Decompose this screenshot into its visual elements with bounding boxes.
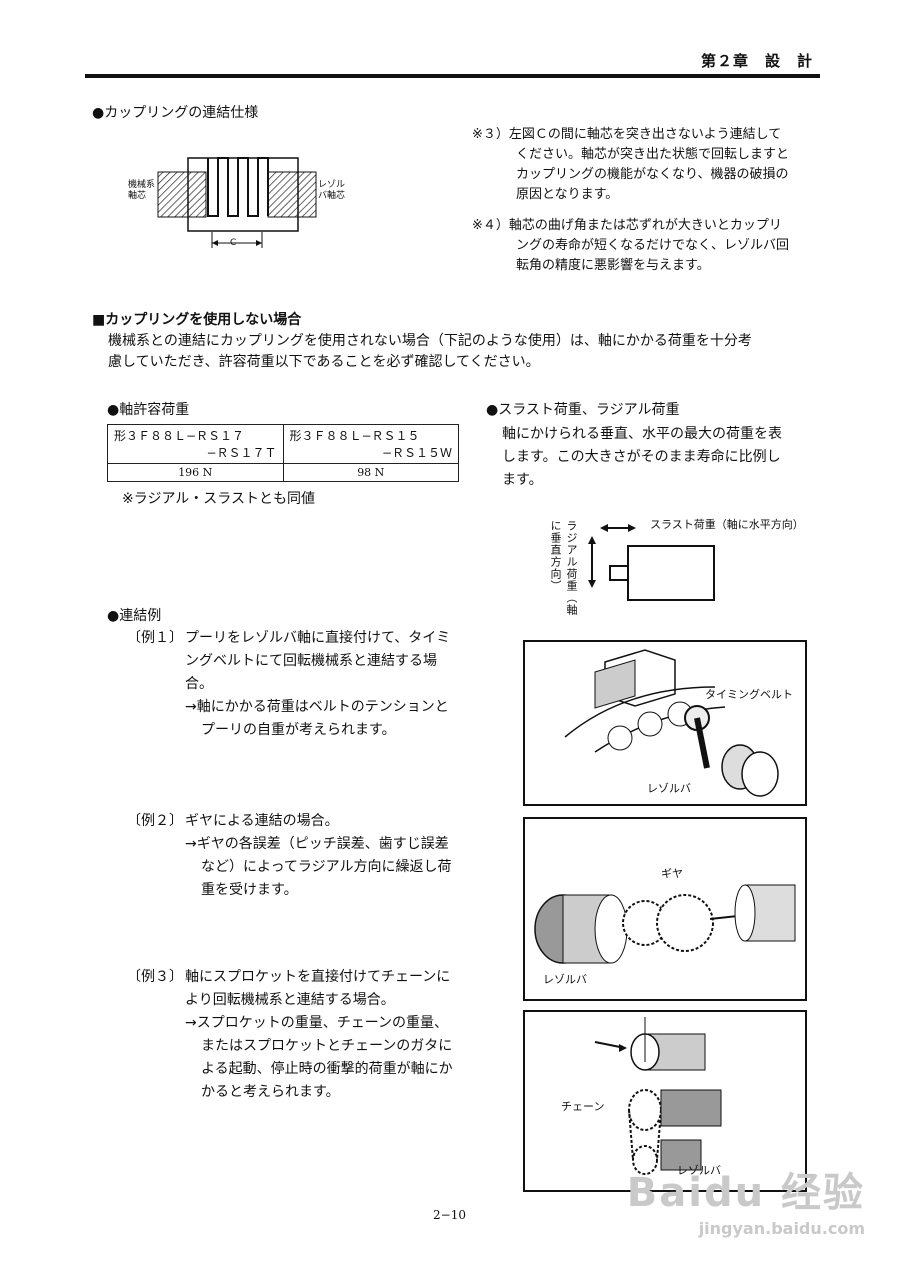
- example-2: 〔例２〕 ギヤによる連結の場合。 →ギヤの各誤差（ピッチ誤差、歯すじ誤差 など）…: [127, 810, 477, 902]
- table-cell: 形３Ｆ８８Ｌ−ＲＳ１５ −ＲＳ１５Ｗ: [282, 424, 459, 464]
- timing-belt-illustration: [564, 649, 779, 797]
- example-line: →スプロケットの重量、チェーンの重量、: [185, 1015, 449, 1031]
- page-number: 2−10: [433, 1208, 466, 1222]
- note-4: ※４）軸芯の曲げ角または芯ずれが大きいとカップリ ングの寿命が短くなるだけでなく…: [472, 216, 789, 276]
- allowable-load-note: ※ラジアル・スラストとも同値: [122, 491, 316, 507]
- model-line: −ＲＳ１５Ｗ: [381, 446, 452, 460]
- body-line: 機械系との連結にカップリングを使用されない場合（下記のような使用）は、軸にかかる…: [108, 333, 752, 349]
- example-line: よる起動、停止時の衝撃的荷重が軸にか: [201, 1061, 453, 1077]
- watermark-logo: Baidu 经验: [626, 1170, 865, 1216]
- watermark-url: jingyan.baidu.com: [698, 1219, 865, 1238]
- figure-label: チェーン: [561, 1100, 605, 1113]
- example-line: 合。: [185, 676, 213, 692]
- table-row: 196 N 98 N: [107, 463, 459, 482]
- example-line: →ギヤの各誤差（ピッチ誤差、歯すじ誤差: [185, 836, 449, 852]
- model-line: 形３Ｆ８８Ｌ−ＲＳ１７: [114, 429, 245, 443]
- gear-illustration: [534, 884, 796, 964]
- figure-chain: チェーン レゾルバ: [523, 1010, 807, 1192]
- note-3-line: ください。軸芯が突き出た状態で回転しますと: [516, 147, 790, 162]
- example-tag: 〔例２〕: [127, 813, 183, 829]
- note-4-line: ングの寿命が短くなるだけでなく、レゾルバ回: [516, 238, 790, 253]
- chain-illustration: [594, 1017, 722, 1175]
- example-line: 重を受けます。: [201, 882, 298, 898]
- figure-label: レゾルバ: [677, 1164, 721, 1177]
- note-3-line: 原因となります。: [516, 187, 619, 202]
- figure-gear: ギヤ レゾルバ: [523, 817, 807, 1001]
- table-row: 形３Ｆ８８Ｌ−ＲＳ１７ −ＲＳ１７Ｔ 形３Ｆ８８Ｌ−ＲＳ１５ −ＲＳ１５Ｗ: [107, 424, 459, 464]
- coupling-diagram: [157, 157, 317, 248]
- example-line: ギヤによる連結の場合。: [185, 813, 339, 829]
- allowable-load-heading: ●軸許容荷重: [107, 402, 190, 418]
- example-line: またはスプロケットとチェーンのガタに: [201, 1038, 453, 1054]
- resolver-shaft-label: レゾルバ軸芯: [318, 180, 346, 201]
- radial-label: ラジアル荷重（軸に垂直方向）: [549, 520, 578, 616]
- no-coupling-body: 機械系との連結にカップリングを使用されない場合（下記のような使用）は、軸にかかる…: [108, 331, 752, 373]
- note-4-line: ※４）軸芯の曲げ角または芯ずれが大きいとカップリ: [472, 218, 782, 233]
- chapter-title: 第２章 設 計: [700, 52, 813, 70]
- example-tag: 〔例１〕: [127, 630, 183, 646]
- note-4-line: 転角の精度に悪影響を与えます。: [516, 258, 710, 273]
- dimension-c-label: C: [230, 238, 237, 248]
- thrust-label: スラスト荷重（軸に水平方向）: [650, 518, 804, 531]
- example-line: →軸にかかる荷重はベルトのテンションと: [185, 699, 449, 715]
- example-line: かると考えられます。: [201, 1084, 340, 1100]
- example-line: 軸にスプロケットを直接付けてチェーンに: [185, 969, 451, 985]
- body-line: 軸にかけられる垂直、水平の最大の荷重を表: [502, 426, 782, 442]
- model-line: −ＲＳ１７Ｔ: [206, 446, 277, 460]
- table-cell: 形３Ｆ８８Ｌ−ＲＳ１７ −ＲＳ１７Ｔ: [107, 424, 284, 464]
- model-line: 形３Ｆ８８Ｌ−ＲＳ１５: [289, 429, 420, 443]
- coupling-heading: ●カップリングの連結仕様: [92, 105, 259, 121]
- note-3: ※３）左図Ｃの間に軸芯を突き出さないよう連結して ください。軸芯が突き出た状態で…: [472, 125, 789, 205]
- figure-timing-belt: タイミングベルト レゾルバ: [523, 640, 807, 806]
- thrust-radial-body: 軸にかけられる垂直、水平の最大の荷重を表 します。この大きさがそのまま寿命に比例…: [502, 423, 782, 492]
- example-line: プーリをレゾルバ軸に直接付けて、タイミ: [185, 630, 451, 646]
- figure-label: レゾルバ: [647, 782, 691, 795]
- no-coupling-heading: ■カップリングを使用しない場合: [92, 312, 302, 328]
- thrust-radial-heading: ●スラスト荷重、ラジアル荷重: [486, 402, 680, 418]
- body-line: ます。: [502, 472, 543, 488]
- examples-heading: ●連結例: [107, 608, 162, 624]
- example-line: など）によってラジアル方向に繰返し荷: [201, 859, 452, 875]
- figure-label: タイミングベルト: [705, 688, 793, 701]
- body-line: 慮していただき、許容荷重以下であることを必ず確認してください。: [108, 354, 540, 370]
- example-tag: 〔例３〕: [127, 969, 183, 985]
- allowable-load-table: 形３Ｆ８８Ｌ−ＲＳ１７ −ＲＳ１７Ｔ 形３Ｆ８８Ｌ−ＲＳ１５ −ＲＳ１５Ｗ 19…: [107, 424, 459, 482]
- figure-label: ギヤ: [661, 867, 683, 880]
- load-value: 196 N: [107, 463, 284, 482]
- note-3-line: ※３）左図Ｃの間に軸芯を突き出さないよう連結して: [472, 127, 782, 142]
- header-rule: [85, 74, 820, 78]
- body-line: します。この大きさがそのまま寿命に比例し: [502, 449, 781, 465]
- load-direction-diagram: [588, 524, 715, 601]
- example-line: ングベルトにて回転機械系と連結する場: [185, 653, 437, 669]
- note-3-line: カップリングの機能がなくなり、機器の破損の: [516, 167, 789, 182]
- example-1: 〔例１〕 プーリをレゾルバ軸に直接付けて、タイミ ングベルトにて回転機械系と連結…: [127, 627, 477, 742]
- example-line: より回転機械系と連結する場合。: [185, 992, 395, 1008]
- example-3: 〔例３〕 軸にスプロケットを直接付けてチェーンに より回転機械系と連結する場合。…: [127, 966, 477, 1104]
- figure-label: レゾルバ: [543, 973, 587, 986]
- machine-shaft-label: 機械系軸芯: [128, 180, 156, 201]
- load-value: 98 N: [282, 463, 459, 482]
- example-line: プーリの自重が考えられます。: [201, 722, 396, 738]
